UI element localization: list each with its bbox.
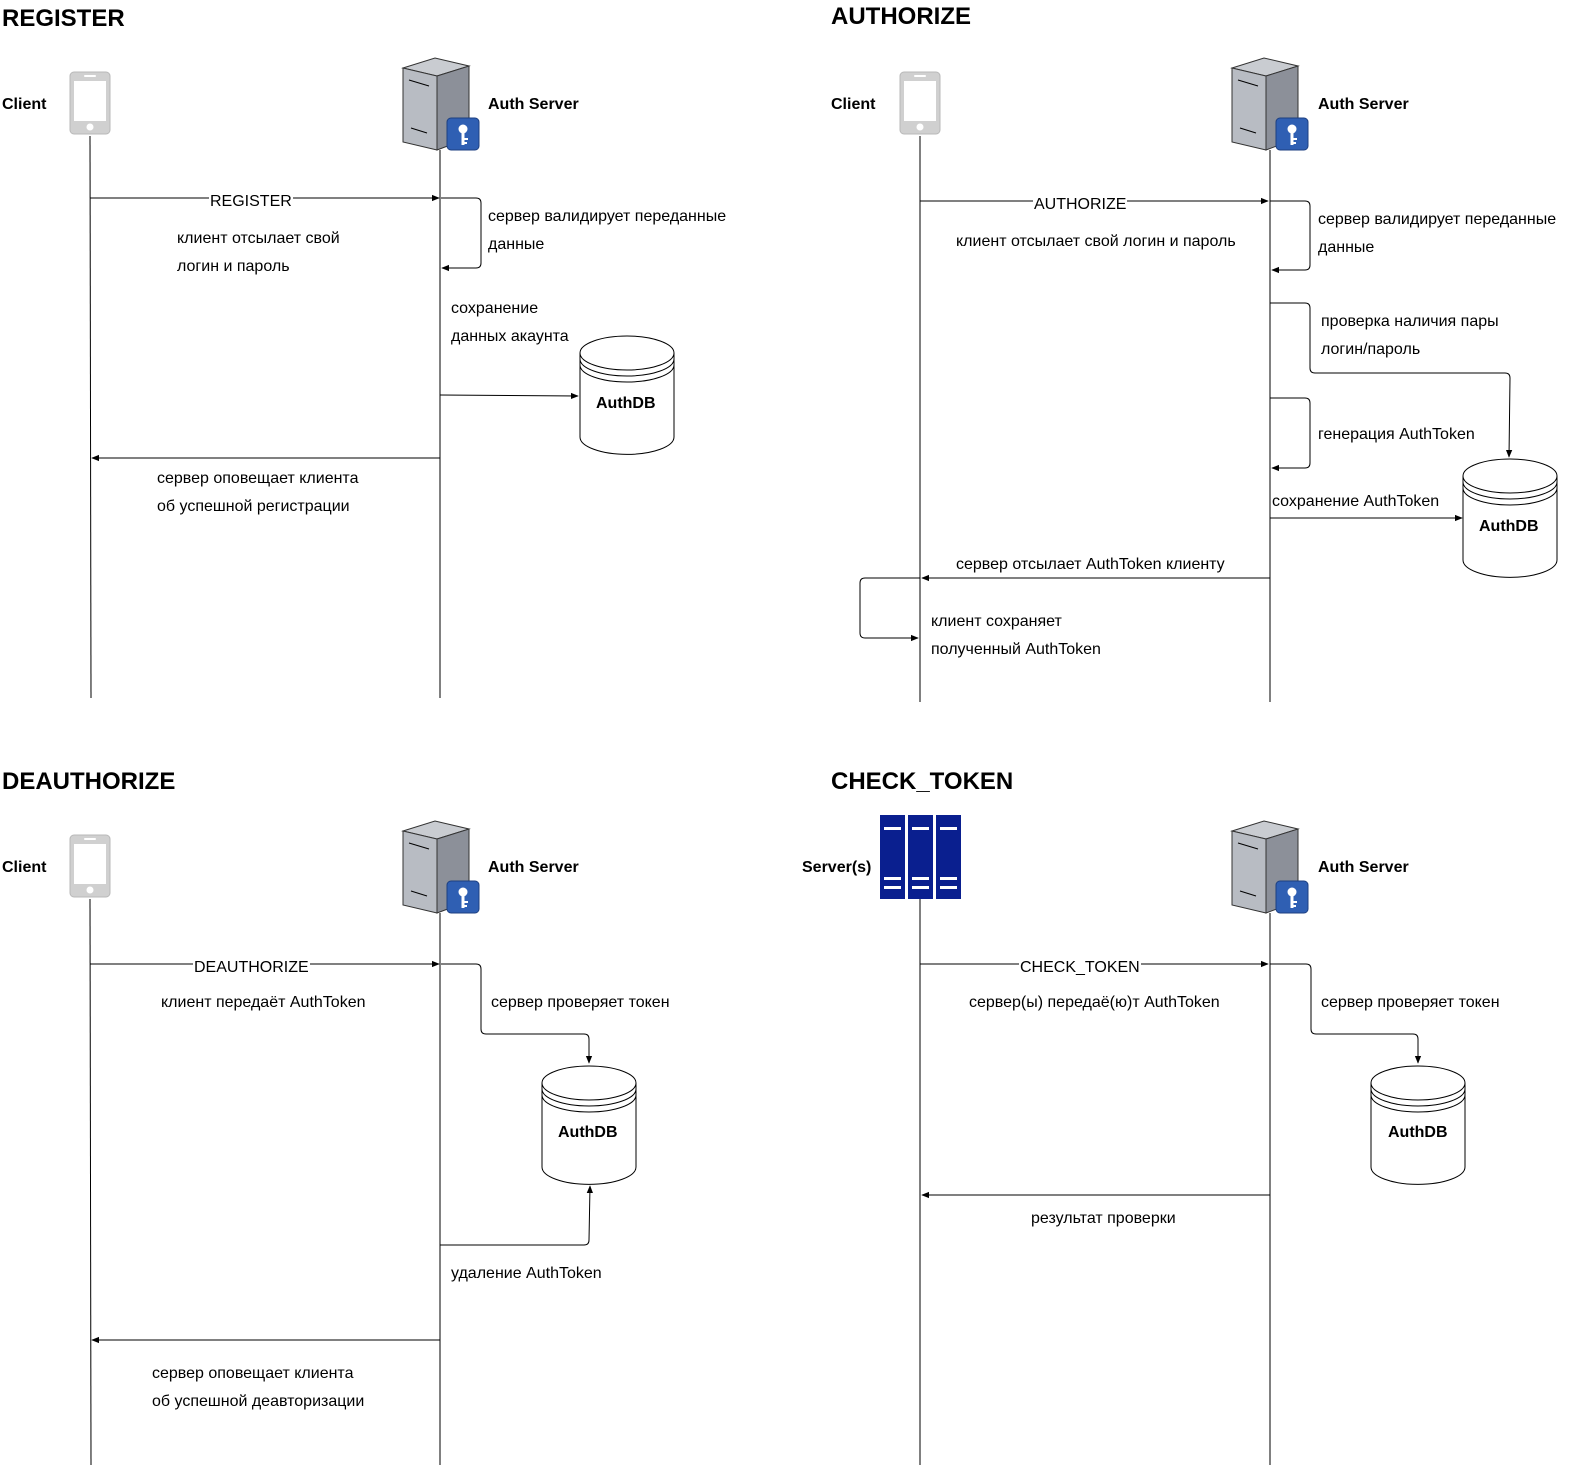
deauthorize-check-note: сервер проверяет токен [491, 994, 670, 1011]
register-save-note-line2: данных акаунта [451, 328, 569, 345]
deauthorize-message-label: DEAUTHORIZE [193, 959, 310, 977]
authorize-server-label: Auth Server [1318, 96, 1409, 113]
authorize-title: AUTHORIZE [831, 3, 971, 30]
register-client-note-line1: клиент отсылает свой [177, 230, 340, 247]
register-validate-note-line1: сервер валидирует переданные [488, 208, 727, 225]
servers-rack-icon [880, 815, 961, 899]
authorize-client-save-note-line2: полученный AuthToken [931, 641, 1101, 658]
check-token-auth-server-icon [1231, 820, 1309, 914]
authorize-validate-note-line1: сервер валидирует переданные [1318, 211, 1557, 228]
check-token-result-note: результат проверки [1031, 1210, 1176, 1227]
authorize-client-phone-icon [899, 71, 941, 135]
check-token-title: CHECK_TOKEN [831, 768, 1014, 795]
authorize-client-label: Client [831, 96, 876, 113]
authorize-save-note: сохранение AuthToken [1272, 493, 1440, 510]
authorize-client-save-note-line1: клиент сохраняет [931, 613, 1062, 630]
register-db-label: AuthDB [596, 395, 656, 412]
register-client-phone-icon [69, 71, 111, 135]
authorize-generate-note: генерация AuthToken [1318, 426, 1475, 443]
deauthorize-delete-note: удаление AuthToken [451, 1265, 602, 1282]
register-notify-note-line2: об успешной регистрации [157, 498, 350, 515]
authorize-check-note-line1: проверка наличия пары [1321, 313, 1499, 330]
authorize-send-note: сервер отсылает AuthToken клиенту [956, 556, 1225, 573]
deauthorize-notify-note-line2: об успешной деавторизации [152, 1393, 365, 1410]
deauthorize-auth-server-icon [402, 820, 480, 914]
check-token-message-label: CHECK_TOKEN [1019, 959, 1141, 977]
register-auth-server-icon [402, 57, 480, 151]
deauthorize-client-note: клиент передаёт AuthToken [161, 994, 366, 1011]
deauthorize-client-phone-icon [69, 834, 111, 898]
deauthorize-title: DEAUTHORIZE [2, 768, 176, 795]
check-token-servers-note: сервер(ы) передаё(ю)т AuthToken [969, 994, 1220, 1011]
check-token-servers-label: Server(s) [802, 859, 872, 876]
authorize-check-note-line2: логин/пароль [1321, 341, 1421, 358]
deauthorize-client-label: Client [2, 859, 47, 876]
authorize-client-note: клиент отсылает свой логин и пароль [956, 233, 1236, 250]
authorize-auth-server-icon [1231, 57, 1309, 151]
check-token-check-note: сервер проверяет токен [1321, 994, 1500, 1011]
authorize-message-label: AUTHORIZE [1033, 196, 1128, 214]
deauthorize-notify-note-line1: сервер оповещает клиента [152, 1365, 354, 1382]
deauthorize-db-label: AuthDB [558, 1124, 618, 1141]
check-token-server-label: Auth Server [1318, 859, 1409, 876]
authorize-db-label: AuthDB [1479, 518, 1539, 535]
register-validate-note-line2: данные [488, 236, 545, 253]
register-save-note-line1: сохранение [451, 300, 539, 317]
authorize-validate-note-line2: данные [1318, 239, 1375, 256]
register-title: REGISTER [2, 5, 125, 32]
register-server-label: Auth Server [488, 96, 579, 113]
register-client-label: Client [2, 96, 47, 113]
deauthorize-server-label: Auth Server [488, 859, 579, 876]
check-token-db-label: AuthDB [1388, 1124, 1448, 1141]
register-message-label: REGISTER [209, 193, 293, 211]
register-client-note-line2: логин и пароль [177, 258, 290, 275]
register-notify-note-line1: сервер оповещает клиента [157, 470, 359, 487]
